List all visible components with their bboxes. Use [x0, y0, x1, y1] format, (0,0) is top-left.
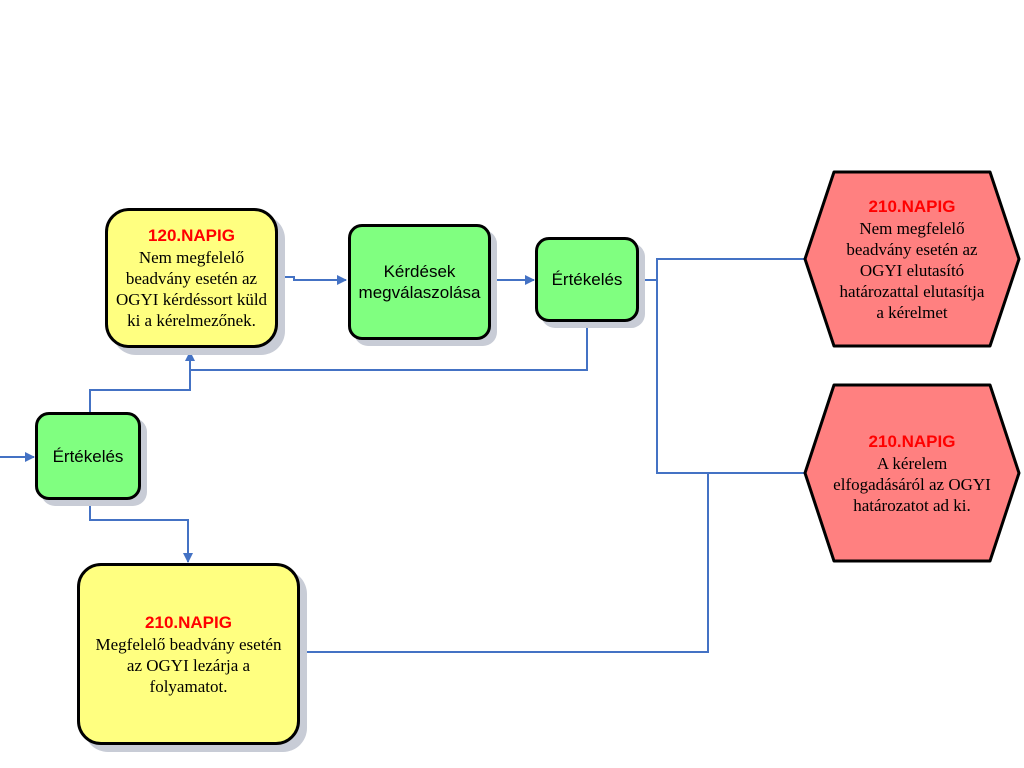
arrow-eval-to-reject — [640, 254, 817, 281]
arrow-eval-to-accept — [656, 259, 817, 478]
arrow-eval-middle-feedback — [190, 322, 588, 371]
eval-middle-label: Értékelés — [551, 270, 623, 289]
arrow-120-to-answers — [278, 275, 347, 285]
eval-left-label: Értékelés — [52, 446, 124, 466]
closure-210-box: 210.NAPIG Megfelelő beadvány esetén az O… — [77, 563, 300, 745]
deadline-120-text: Nem megfelelő beadvány esetén az OGYI ké… — [115, 248, 268, 330]
arrow-eval-left-to-closure — [89, 500, 193, 563]
reject-210-text: Nem megfelelő beadvány esetén az OGYI el… — [839, 218, 985, 322]
arrow-eval-left-to-120 — [89, 351, 195, 412]
eval-middle-box: Értékelés — [535, 237, 639, 322]
closure-210-title: 210.NAPIG — [145, 612, 232, 632]
accept-210-text: A kérelem elfogadásáról az OGYI határoza… — [833, 453, 991, 515]
reject-210-box: 210.NAPIG Nem megfelelő beadvány esetén … — [801, 170, 1023, 348]
reject-210-title: 210.NAPIG — [868, 196, 956, 216]
eval-left-box: Értékelés — [35, 412, 141, 500]
deadline-120-box: 120.NAPIG Nem megfelelő beadvány esetén … — [105, 208, 278, 348]
deadline-120-title: 120.NAPIG — [148, 226, 235, 245]
accept-210-title: 210.NAPIG — [868, 431, 956, 451]
line-closure-to-accept — [300, 473, 709, 653]
accept-210-box: 210.NAPIG A kérelem elfogadásáról az OGY… — [801, 383, 1023, 563]
accept-210-shape — [803, 383, 1021, 563]
reject-210-shape — [803, 170, 1021, 348]
answer-questions-box: Kérdések megválaszolása — [348, 224, 491, 340]
closure-210-text: Megfelelő beadvány esetén az OGYI lezárj… — [95, 634, 282, 696]
answer-questions-label: Kérdések megválaszolása — [358, 262, 481, 302]
